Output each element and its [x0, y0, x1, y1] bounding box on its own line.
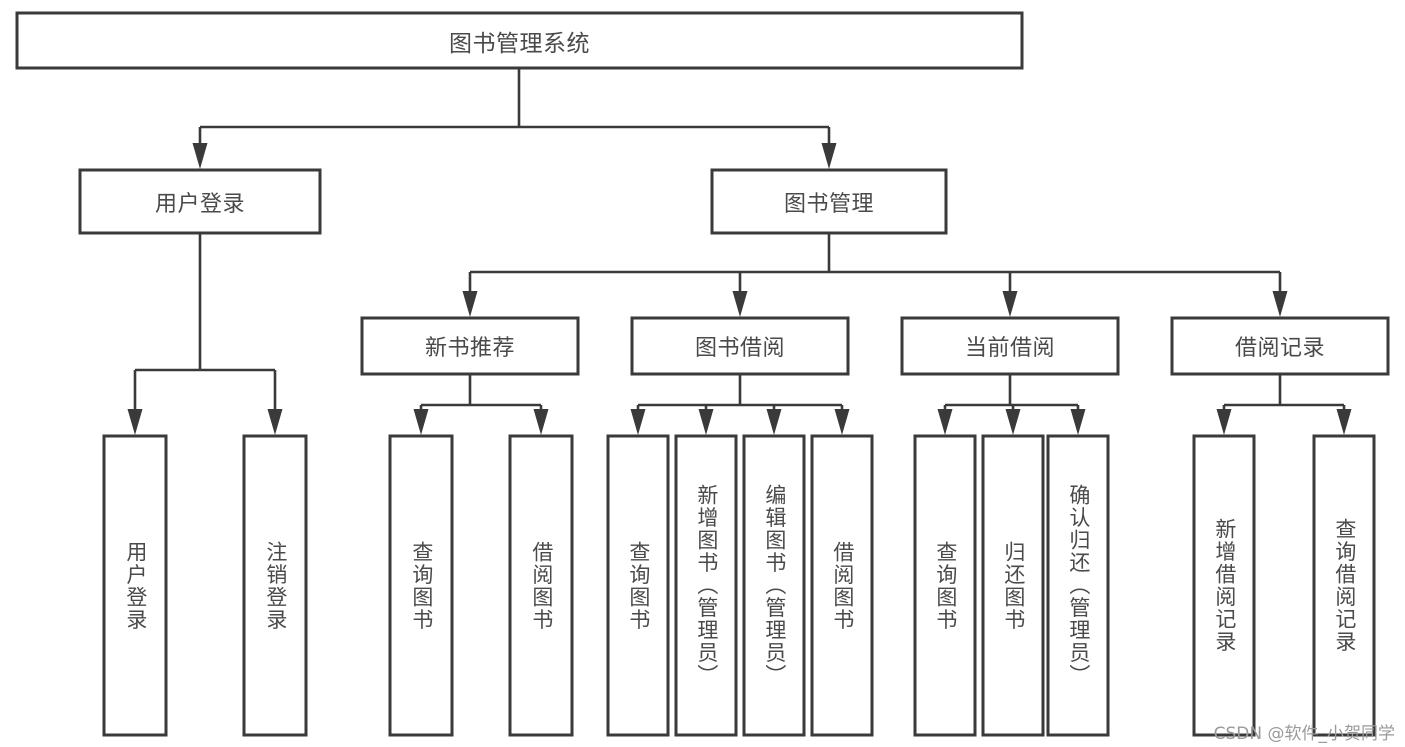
node-box-leaf-query-borrow-record[interactable] — [1312, 434, 1376, 737]
node-box-leaf-query-book-3[interactable] — [913, 434, 977, 737]
arrowhead-icon — [937, 409, 953, 435]
connector-book-management-to-level2 — [462, 233, 1288, 317]
arrowhead-icon — [766, 409, 782, 435]
connector-borrow-record-to-leaves — [1216, 374, 1352, 435]
arrowhead-icon — [127, 409, 143, 435]
node-box-book-borrow[interactable] — [630, 316, 850, 376]
arrowhead-icon — [1272, 291, 1288, 317]
arrowhead-icon — [533, 409, 549, 435]
arrowhead-icon — [630, 409, 646, 435]
node-box-book-management[interactable] — [710, 168, 948, 235]
node-box-leaf-user-login[interactable] — [102, 434, 168, 737]
node-box-leaf-borrow-book-1[interactable] — [508, 434, 574, 737]
connector-current-borrow-to-leaves — [937, 374, 1086, 435]
arrowhead-icon — [1005, 409, 1021, 435]
node-box-borrow-record[interactable] — [1170, 316, 1390, 376]
arrowhead-icon — [267, 409, 283, 435]
node-box-leaf-logout[interactable] — [242, 434, 308, 737]
arrowhead-icon — [1002, 291, 1018, 317]
connector-root-to-level1 — [192, 68, 837, 169]
node-box-leaf-query-book-1[interactable] — [388, 434, 454, 737]
node-box-current-borrow[interactable] — [900, 316, 1120, 376]
node-box-user-login[interactable] — [78, 168, 322, 235]
connector-user-login-to-leaves — [127, 233, 283, 435]
arrowhead-icon — [732, 291, 748, 317]
node-box-leaf-add-book-admin[interactable] — [674, 434, 738, 737]
connector-new-book-recommend-to-leaves — [413, 374, 549, 435]
node-box-leaf-confirm-return-admin[interactable] — [1046, 434, 1110, 737]
arrowhead-icon — [1336, 409, 1352, 435]
connector-book-borrow-to-leaves — [630, 374, 850, 435]
arrowhead-icon — [462, 291, 478, 317]
node-box-leaf-query-book-2[interactable] — [606, 434, 670, 737]
node-box-leaf-add-borrow-record[interactable] — [1192, 434, 1256, 737]
node-box-leaf-return-book[interactable] — [981, 434, 1045, 737]
arrowhead-icon — [821, 143, 837, 169]
connector-layer — [127, 68, 1352, 435]
node-box-leaf-edit-book-admin[interactable] — [742, 434, 806, 737]
node-box-new-book-recommend[interactable] — [360, 316, 580, 376]
arrowhead-icon — [192, 143, 208, 169]
arrowhead-icon — [413, 409, 429, 435]
arrowhead-icon — [698, 409, 714, 435]
arrowhead-icon — [834, 409, 850, 435]
arrowhead-icon — [1216, 409, 1232, 435]
node-box-leaf-borrow-book-2[interactable] — [810, 434, 874, 737]
node-box-root[interactable] — [15, 11, 1024, 70]
arrowhead-icon — [1070, 409, 1086, 435]
node-box-layer — [15, 11, 1390, 737]
